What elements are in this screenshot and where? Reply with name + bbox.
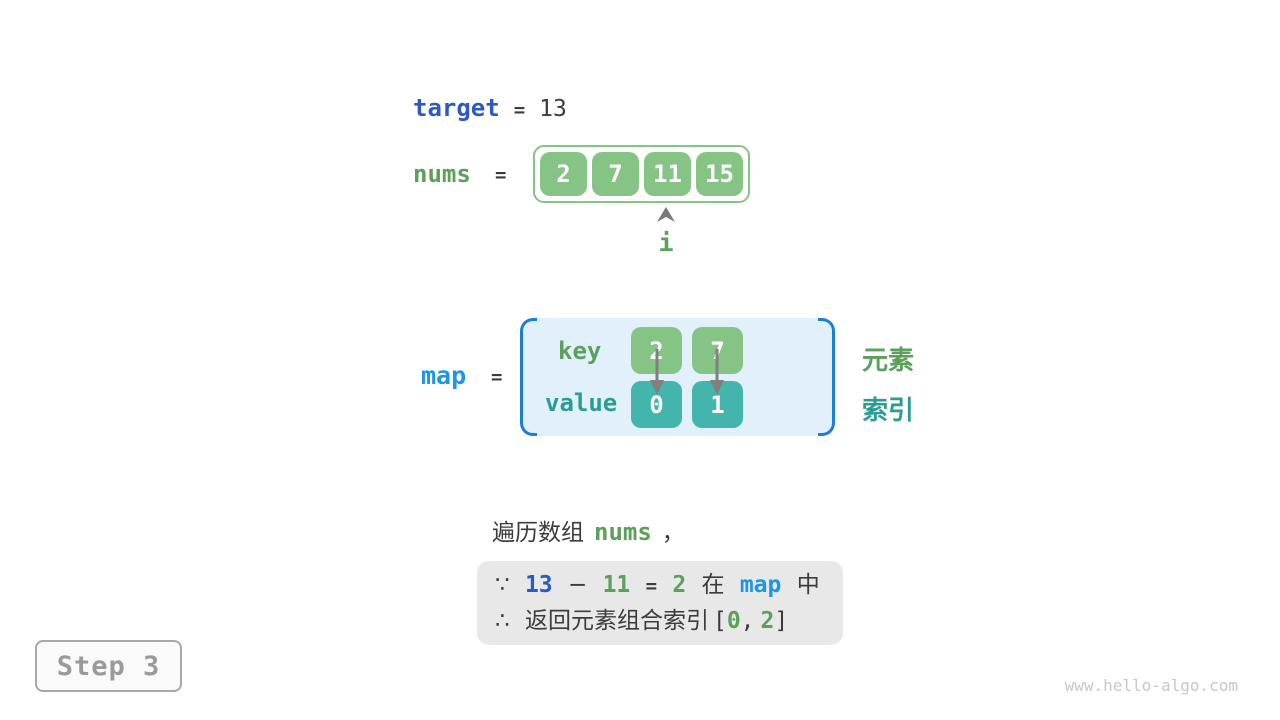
equals-sign: = bbox=[645, 575, 658, 597]
current-number: 11 bbox=[602, 572, 631, 598]
side-label-element: 元素 bbox=[862, 346, 915, 376]
map-open-bracket bbox=[520, 318, 537, 436]
therefore-symbol: ∴ bbox=[495, 608, 510, 634]
index-pointer-arrow-icon bbox=[657, 207, 675, 222]
step-badge: Step 3 bbox=[35, 640, 182, 692]
caption-prefix: 遍历数组 bbox=[492, 520, 584, 546]
target-variable-label: target bbox=[413, 94, 500, 122]
note-line-1: ∵ 13 − 11 = 2 在 map 中 bbox=[491, 568, 843, 604]
bracket-open: [ bbox=[712, 608, 727, 634]
map-close-bracket bbox=[818, 318, 835, 436]
equals-sign: = bbox=[495, 164, 507, 186]
in-suffix-text: 中 bbox=[796, 572, 820, 598]
caption-comma: ， bbox=[661, 520, 685, 546]
map-key-row-label: key bbox=[558, 337, 602, 365]
map-code: map bbox=[739, 572, 782, 598]
conclusion-note: ∵ 13 − 11 = 2 在 map 中 ∴ 返回元素组合索引[0,2] bbox=[477, 561, 843, 645]
nums-cell-0: 2 bbox=[540, 152, 587, 196]
nums-variable-label: nums bbox=[413, 160, 471, 188]
target-value: 13 bbox=[539, 96, 567, 122]
result-index-0: 0 bbox=[726, 608, 741, 634]
key-to-value-arrow-icon bbox=[710, 349, 724, 395]
bracket-close: ] bbox=[774, 608, 789, 634]
equals-sign: = bbox=[513, 99, 526, 121]
result-comma: , bbox=[740, 608, 755, 634]
watermark-url: www.hello-algo.com bbox=[1064, 676, 1238, 695]
in-prefix-text: 在 bbox=[701, 572, 725, 598]
minus-sign: − bbox=[567, 572, 588, 598]
because-symbol: ∵ bbox=[495, 572, 510, 598]
target-number: 13 bbox=[524, 572, 553, 598]
difference-number: 2 bbox=[672, 572, 687, 598]
nums-array: 2 7 11 15 bbox=[533, 145, 750, 203]
index-pointer-label: i bbox=[658, 228, 674, 257]
map-variable-label: map bbox=[421, 361, 467, 390]
caption-nums-code: nums bbox=[594, 518, 652, 546]
return-text: 返回元素组合索引 bbox=[524, 608, 709, 634]
side-label-index: 索引 bbox=[862, 396, 915, 426]
caption-line: 遍历数组 nums ， bbox=[492, 513, 685, 547]
target-row: target = 13 bbox=[413, 94, 567, 122]
step-badge-label: Step 3 bbox=[56, 650, 161, 682]
result-index-1: 2 bbox=[760, 608, 775, 634]
nums-cell-1: 7 bbox=[592, 152, 639, 196]
key-to-value-arrow-icon bbox=[650, 349, 664, 395]
nums-cell-3: 15 bbox=[696, 152, 743, 196]
nums-cell-2: 11 bbox=[644, 152, 691, 196]
note-line-2: ∴ 返回元素组合索引[0,2] bbox=[491, 604, 843, 639]
map-value-row-label: value bbox=[545, 389, 618, 417]
equals-sign: = bbox=[491, 366, 503, 388]
